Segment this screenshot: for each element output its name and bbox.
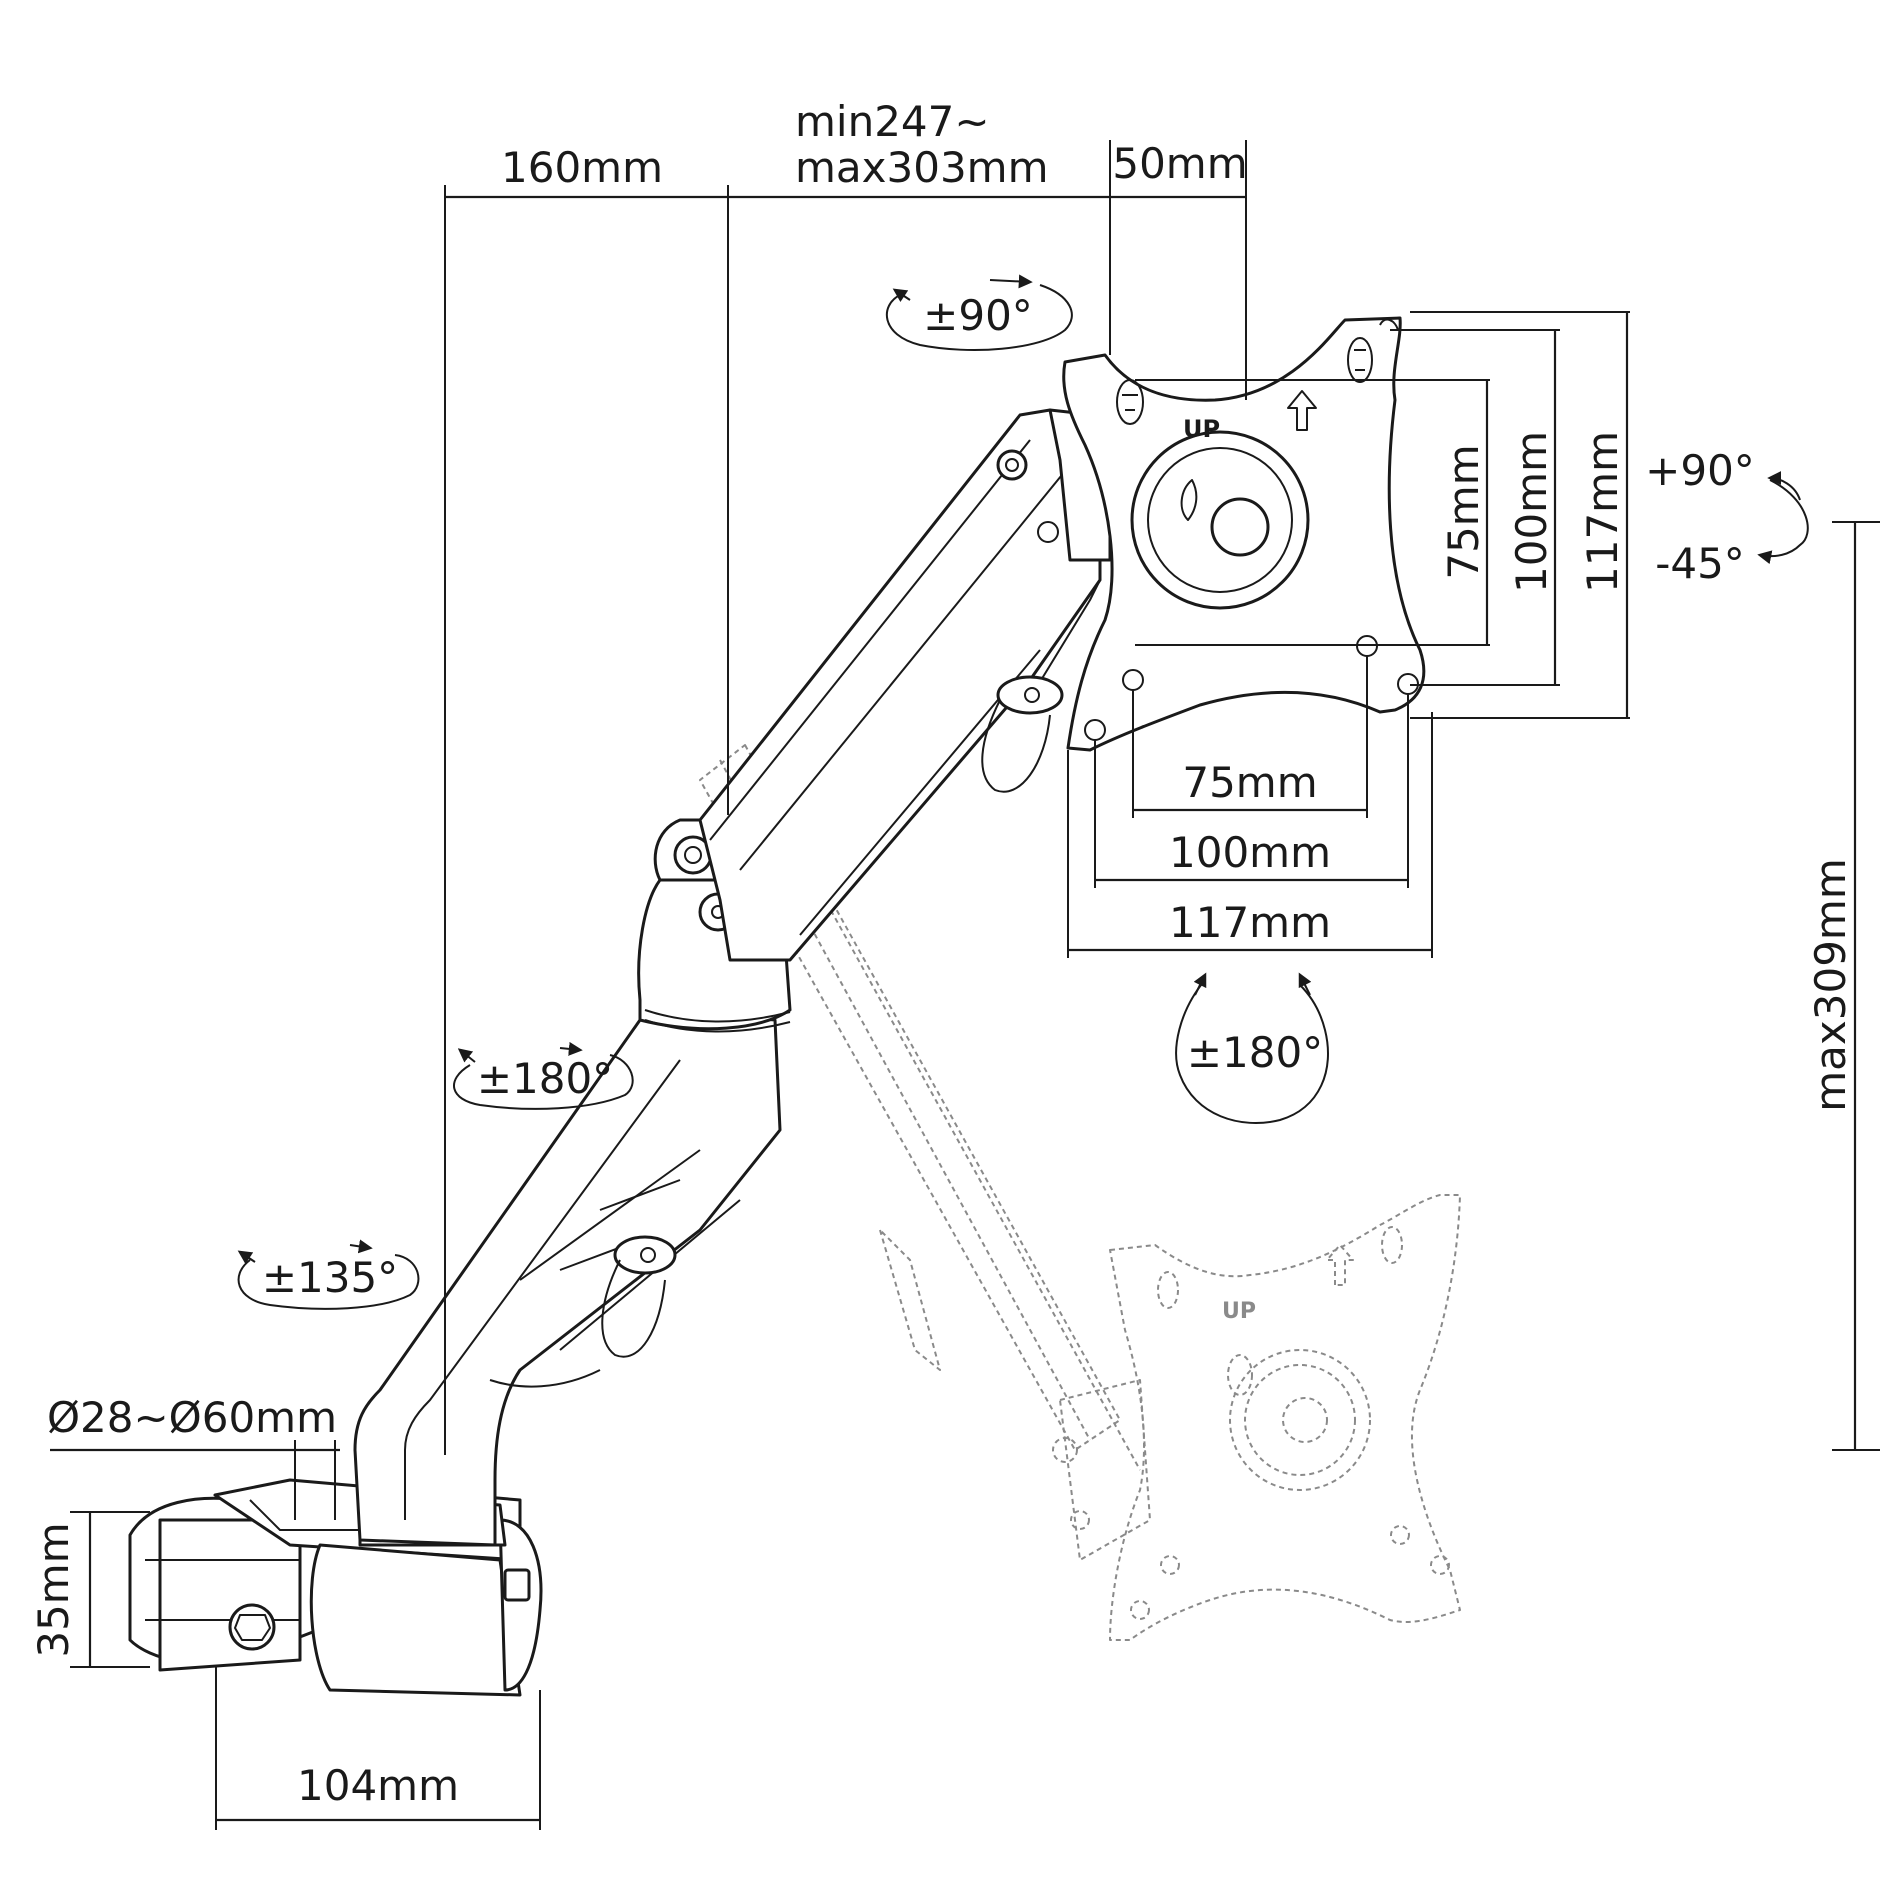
base-swivel-indicator: ±135° [237,1239,420,1310]
dim-max-height: max309mm [1806,858,1855,1112]
dim-arm-segment-2-line1: min247~ [795,97,990,146]
rotation-arrow-icon [453,1054,634,1110]
rot-base-swivel: ±135° [262,1253,398,1302]
vesa-vertical-dimensions: 75mm 100mm 117mm [1135,311,1630,719]
plate-up-label: UP [1183,415,1220,443]
rotation-arrow-icon [885,284,1073,351]
dim-clamp-height: 35mm [29,1522,78,1657]
dim-plate-offset: 50mm [1112,139,1247,188]
plate-swivel-indicator: ±90° [885,274,1073,351]
gas-spring-knob-lower [601,1235,677,1358]
top-dimensions: 160mm min247~ max303mm 50mm [444,97,1248,1455]
dim-vesa-h-75: 75mm [1182,758,1317,807]
rot-plate-swivel: ±90° [923,291,1033,340]
rotation-arrow-icon [1757,479,1809,565]
vesa-mounting-plate: UP [1062,316,1426,752]
dim-vesa-h-100: 100mm [1169,828,1331,877]
gas-spring-knob-upper [981,675,1064,793]
rot-tilt-up: +90° [1645,446,1755,495]
dim-vesa-h-117: 117mm [1169,898,1331,947]
dim-vesa-v-75: 75mm [1439,444,1488,579]
rotation-arrow-icon [237,1254,420,1310]
dim-pole-diameter: Ø28~Ø60mm [47,1393,337,1442]
clamp-height-dimension: 35mm [29,1511,150,1668]
upper-arm-bolt-icon [996,449,1028,481]
up-arrow-icon [1287,390,1317,431]
ghost-vesa-plate: UP [1109,1194,1461,1641]
rot-elbow-swivel: ±180° [477,1054,613,1103]
upper-arm [698,408,1112,962]
pole-diameter-dimension: Ø28~Ø60mm [47,1393,340,1520]
dim-clamp-width: 104mm [297,1761,459,1810]
dim-arm-segment-2-line2: max303mm [795,143,1049,192]
ghost-up-label: UP [1222,1299,1256,1324]
lower-arm [353,1008,782,1547]
max-height-dimension: max309mm [1806,521,1880,1451]
screen-rotation-indicator: ±180° [1175,972,1329,1124]
clamp-bolt-icon [228,1603,276,1651]
dim-vesa-v-117: 117mm [1578,431,1627,593]
elbow-swivel-indicator: ±180° [453,1041,634,1110]
clamp-nut-right [503,1568,531,1602]
clamp-width-dimension: 104mm [215,1665,541,1830]
dim-arm-segment-1: 160mm [501,143,663,192]
vesa-horizontal-dimensions: 75mm 100mm 117mm [1067,655,1433,958]
rotation-arrow-icon [1175,979,1329,1124]
rot-tilt-down: -45° [1655,539,1745,588]
rot-screen: ±180° [1187,1028,1323,1077]
dim-vesa-v-100: 100mm [1507,431,1556,593]
tilt-indicator: +90° -45° [1645,446,1809,588]
